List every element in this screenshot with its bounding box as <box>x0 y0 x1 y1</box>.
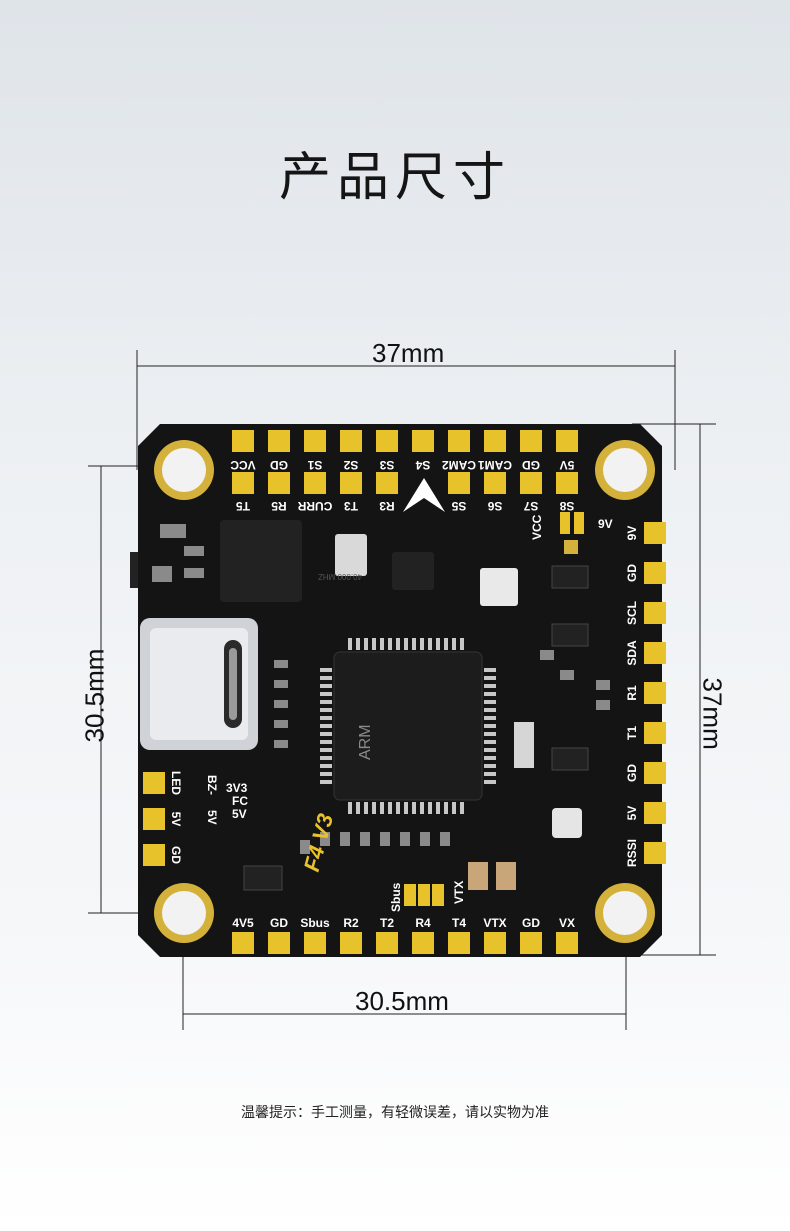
dimension-lines <box>88 350 716 1030</box>
pad-label-vtx: VTX <box>483 916 506 930</box>
pad-label-gd-r: GD <box>625 564 639 582</box>
pad-label-t2: T2 <box>380 916 394 930</box>
pad-label-led: LED <box>169 771 183 795</box>
sensor-chip <box>480 568 518 606</box>
usb-c-connector <box>130 552 258 750</box>
regulator-chip <box>243 865 283 891</box>
pad-label-gd-r2: GD <box>625 764 639 782</box>
label-fc: FC <box>232 794 248 808</box>
label-vtx: VTX <box>452 881 466 904</box>
crystal-marking: 40.000 MHZ <box>318 572 362 581</box>
label-5v-fc: 5V <box>232 807 247 821</box>
pad-label-sda: SDA <box>625 640 639 666</box>
pad-label-t5: T5 <box>236 499 250 513</box>
dimension-hole-spacing-horizontal: 30.5mm <box>355 986 449 1016</box>
pad-label-s1: S1 <box>307 458 322 472</box>
pad-label-gd-b: GD <box>270 916 288 930</box>
mcu-chip <box>333 651 483 801</box>
pad-label-s8: S8 <box>559 499 574 513</box>
label-bz: BZ- <box>205 775 219 795</box>
gyro-chip <box>392 552 434 590</box>
top-pads-upper <box>232 430 578 452</box>
pad-label-r5: R5 <box>271 499 287 513</box>
logo-icon <box>403 478 445 512</box>
capacitor <box>468 862 488 890</box>
page-title: 产品尺寸 <box>278 148 511 208</box>
power-chip <box>220 520 302 602</box>
pad-label-gd: GD <box>270 458 288 472</box>
mounting-holes <box>154 440 655 943</box>
bottom-pads <box>232 884 578 954</box>
pad-label-s4: S4 <box>415 458 430 472</box>
left-pads <box>143 772 165 866</box>
pad-label-cam1: CAM1 <box>478 458 512 472</box>
pad-label-t4: T4 <box>452 916 466 930</box>
pad-label-r1: R1 <box>625 685 639 701</box>
pad-label-5v-r: 5V <box>625 806 639 821</box>
measurement-note: 温馨提示：手工测量，有轻微误差，请以实物为准 <box>241 1105 549 1121</box>
label-sbus: Sbus <box>389 882 403 912</box>
label-9v: 9V <box>598 517 613 531</box>
pad-label-t3: T3 <box>344 499 358 513</box>
transistor-chip-2 <box>551 747 589 771</box>
pad-label-5v: 5V <box>560 458 575 472</box>
pad-label-s7: S7 <box>523 499 538 513</box>
right-pads <box>644 522 666 864</box>
pad-label-r2: R2 <box>343 916 359 930</box>
transistor-chip-3 <box>551 623 589 647</box>
chip-marking: ARM <box>357 724 374 760</box>
dimension-width-label: 37mm <box>372 338 445 368</box>
capacitor-2 <box>496 862 516 890</box>
pad-label-cam2: CAM2 <box>442 458 476 472</box>
inductor <box>514 722 534 768</box>
crystal-oscillator <box>335 534 367 576</box>
top-pads-lower <box>232 472 578 494</box>
pad-label-sbus: Sbus <box>300 916 330 930</box>
pad-label-scl: SCL <box>625 601 639 625</box>
pad-label-r4: R4 <box>415 916 431 930</box>
pad-label-5v-l: 5V <box>169 812 183 827</box>
label-5v-side: 5V <box>205 810 219 825</box>
dimension-hole-spacing-vertical: 30.5mm <box>79 648 110 743</box>
pad-label-9v: 9V <box>625 526 639 541</box>
pad-label-gd-l: GD <box>169 846 183 864</box>
mcu-pins <box>320 638 496 814</box>
pad-label-vcc: VCC <box>230 458 256 472</box>
transistor-chip <box>551 565 589 589</box>
pad-label-r3: R3 <box>379 499 395 513</box>
pad-label-t1: T1 <box>625 726 639 740</box>
label-3v3: 3V3 <box>226 781 248 795</box>
small-components <box>152 524 610 854</box>
pad-label-gd-b2: GD <box>522 916 540 930</box>
pad-label-s2: S2 <box>343 458 358 472</box>
pad-label-vx: VX <box>559 916 575 930</box>
pad-label-s3: S3 <box>379 458 394 472</box>
barometer-chip <box>552 808 582 838</box>
pad-label-curr: CURR <box>297 499 332 513</box>
pad-label-rssi: RSSI <box>625 839 639 867</box>
pad-label-s5: S5 <box>451 499 466 513</box>
label-vcc: VCC <box>530 514 544 540</box>
pad-label-s6: S6 <box>487 499 502 513</box>
dimension-height-label: 37mm <box>697 677 728 750</box>
pad-label-4v5: 4V5 <box>232 916 254 930</box>
pad-label-gd-2: GD <box>522 458 540 472</box>
